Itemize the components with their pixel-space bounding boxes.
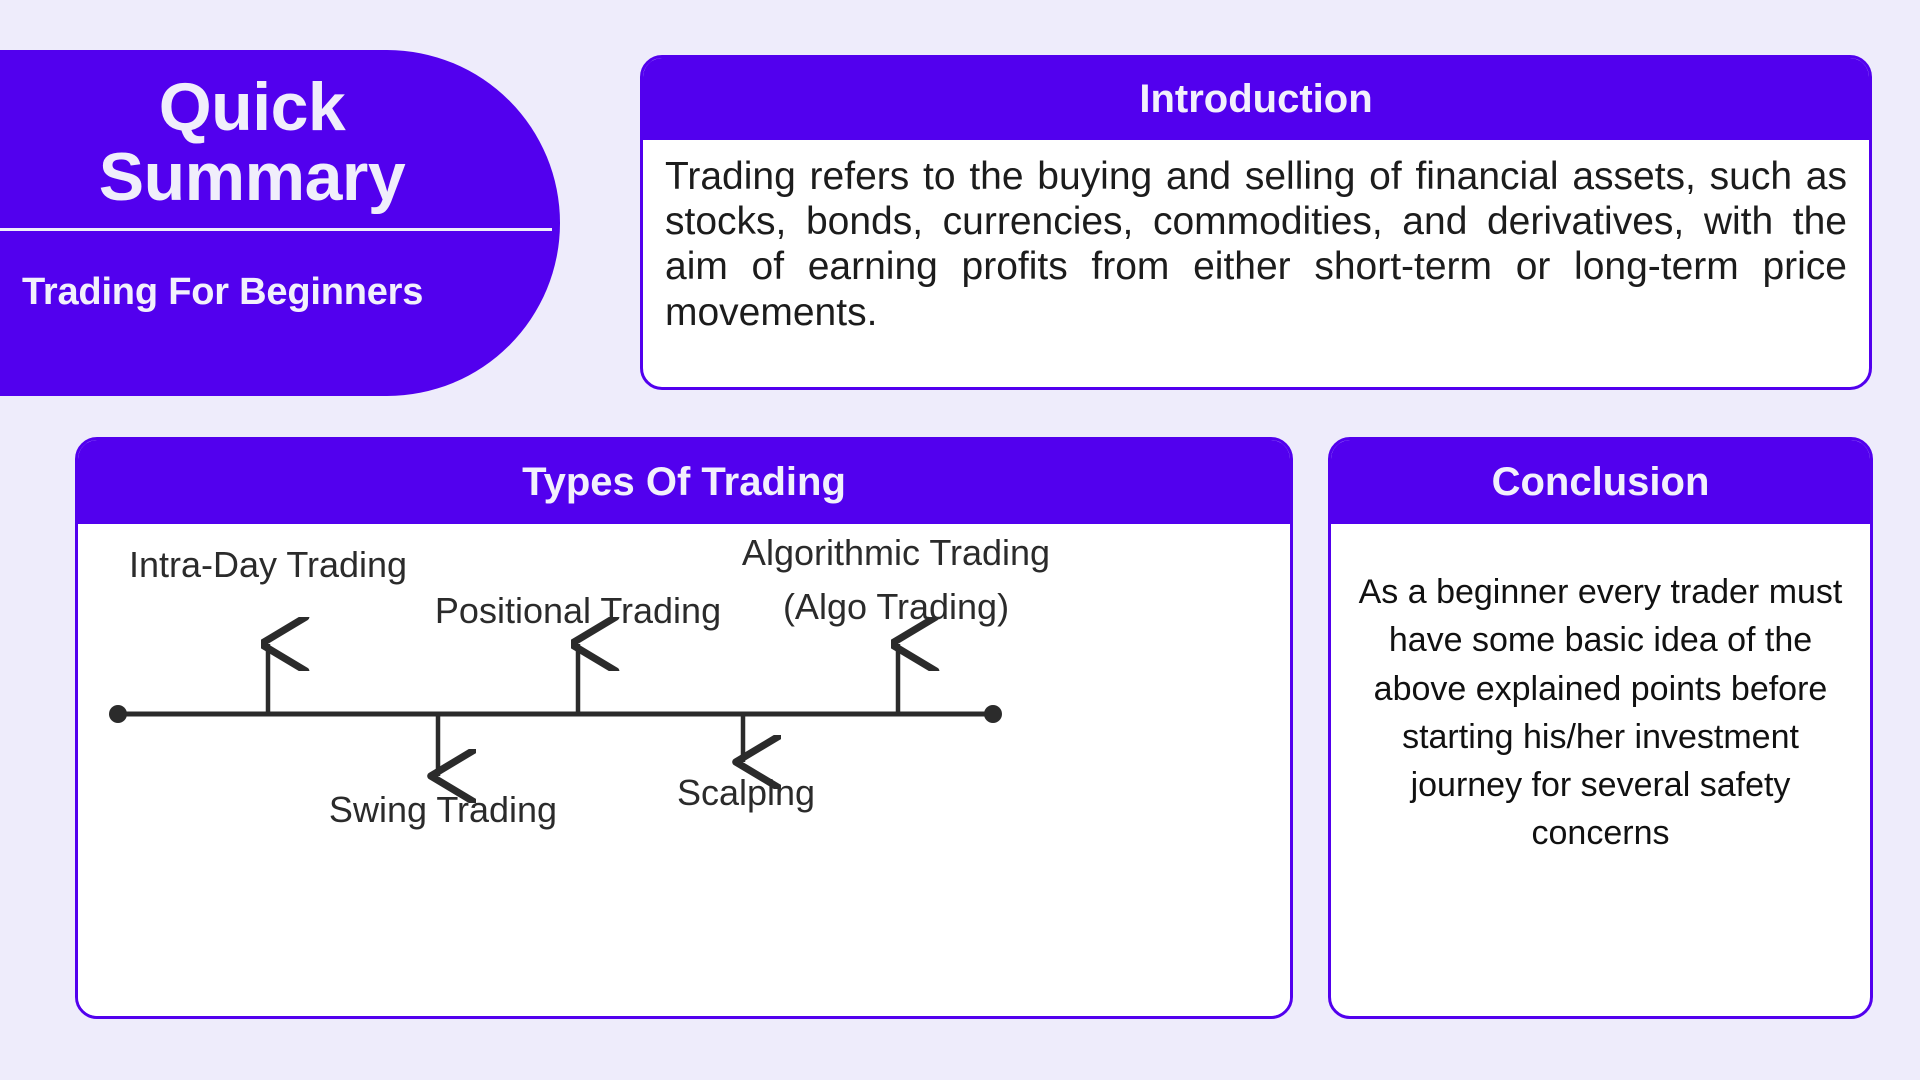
- timeline-start-dot: [109, 705, 127, 723]
- quick-summary-divider: [0, 228, 552, 232]
- conclusion-card: Conclusion As a beginner every trader mu…: [1328, 437, 1873, 1019]
- quick-summary-badge: Quick Summary Trading For Beginners: [0, 50, 560, 396]
- conclusion-card-header: Conclusion: [1331, 440, 1870, 524]
- timeline-label-text: Swing Trading: [328, 789, 558, 830]
- types-of-trading-card-header: Types Of Trading: [78, 440, 1290, 524]
- timeline-label-2: Positional Trading: [435, 590, 721, 632]
- timeline-label-1: Swing Trading: [329, 789, 557, 831]
- introduction-card: Introduction Trading refers to the buyin…: [640, 55, 1872, 390]
- timeline-geometry: [109, 644, 1002, 776]
- quick-summary-subtitle: Trading For Beginners: [22, 271, 424, 314]
- timeline-label-4: Algorithmic Trading (Algo Trading): [742, 532, 1050, 628]
- timeline-label-text: Scalping: [676, 772, 816, 813]
- timeline-label-0: Intra-Day Trading: [129, 544, 407, 586]
- timeline-label-3: Scalping: [677, 772, 815, 814]
- conclusion-card-body: As a beginner every trader must have som…: [1331, 524, 1870, 858]
- introduction-card-body: Trading refers to the buying and selling…: [643, 140, 1869, 345]
- timeline-axis-svg: [109, 524, 1002, 1016]
- quick-summary-title-line2: Summary: [98, 139, 406, 216]
- timeline-end-dot: [984, 705, 1002, 723]
- quick-summary-title: Quick Summary: [0, 50, 560, 212]
- timeline-label-text: Algorithmic Trading: [741, 532, 1051, 573]
- quick-summary-title-line1: Quick: [158, 69, 346, 145]
- timeline-label-subtext: (Algo Trading): [782, 586, 1010, 627]
- timeline-label-text: Intra-Day Trading: [128, 544, 408, 585]
- timeline-label-text: Positional Trading: [434, 590, 722, 631]
- introduction-card-header: Introduction: [643, 58, 1869, 140]
